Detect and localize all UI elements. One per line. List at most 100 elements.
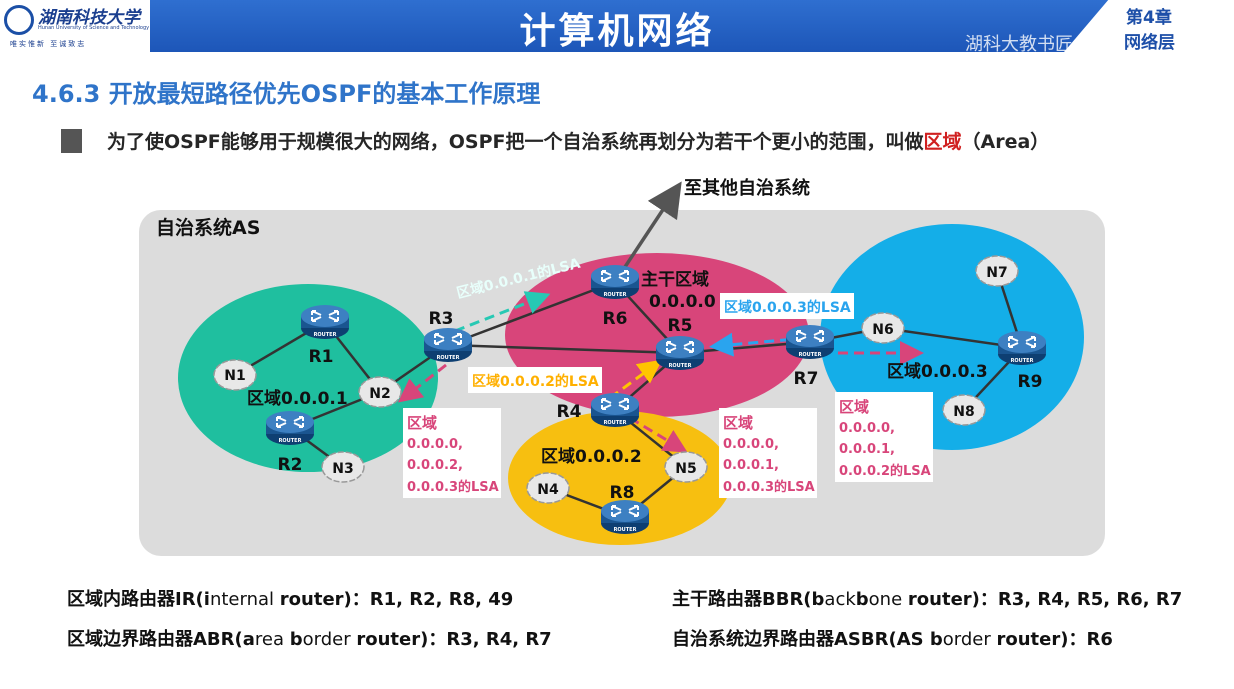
lsa-box-area2	[468, 367, 602, 393]
caption-asbr-b: b	[929, 629, 943, 650]
router-r6: R6	[590, 264, 640, 329]
router-r3: R3	[423, 309, 473, 363]
network-n2: N2	[358, 376, 402, 408]
area2-label: 区域0.0.0.2	[541, 446, 642, 467]
r7-label: R7	[794, 369, 819, 389]
caption-abr-tail: outer)：R3, R4, R7	[365, 629, 552, 650]
caption-bbr-b1: b	[811, 589, 825, 610]
caption-abr-a: a	[242, 629, 255, 650]
r8-label: R8	[610, 483, 635, 503]
summary-box-area2: 区域 0.0.0.0, 0.0.0.1, 0.0.0.3的LSA	[719, 408, 817, 498]
box-right-line1: 区域	[839, 398, 869, 416]
network-n1: N1	[213, 359, 257, 391]
caption-asbr-prefix: 自治系统边界路由器ASBR(AS	[672, 629, 930, 650]
router-icon	[997, 330, 1047, 366]
router-icon	[785, 324, 835, 360]
router-icon	[265, 410, 315, 446]
caption-abr-rea: rea	[254, 629, 290, 650]
caption-ir-prefix: 区域内路由器IR(	[67, 589, 204, 610]
lsa-arrow-to-area1	[397, 363, 447, 403]
router-icon	[423, 327, 473, 363]
router-r4: R4	[557, 392, 640, 428]
r3-label: R3	[429, 309, 454, 329]
chapter-name: 网络层	[1124, 33, 1175, 53]
watermark: 湖科大教书匠 bilibili	[965, 34, 1132, 55]
box-left-line1: 区域	[407, 414, 437, 432]
router-icon	[590, 264, 640, 300]
caption-asbr-r: r	[996, 629, 1006, 650]
router-r1: R1	[300, 304, 350, 367]
lsa-label-area2: 区域0.0.0.2的LSA	[472, 373, 599, 390]
router-icon	[590, 392, 640, 428]
backbone-label: 主干区域	[641, 269, 709, 290]
box-left-line3: 0.0.0.2,	[407, 458, 463, 473]
n5-label: N5	[675, 461, 696, 477]
caption-abr-b: b	[289, 629, 303, 650]
router-r2: R2	[265, 410, 315, 475]
caption-ir-tail: outer)：R1, R2, R8, 49	[288, 589, 514, 610]
box-mid-line1: 区域	[723, 414, 753, 432]
box-mid-line2: 0.0.0.0,	[723, 437, 779, 452]
box-left-line2: 0.0.0.0,	[407, 437, 463, 452]
router-r9: R9	[997, 330, 1047, 392]
caption-ir: 区域内路由器IR(internal router)：R1, R2, R8, 49	[67, 585, 513, 611]
n4-label: N4	[537, 482, 559, 498]
network-n8: N8	[942, 394, 986, 426]
r4-label: R4	[557, 402, 582, 422]
n6-label: N6	[872, 322, 893, 338]
network-n3: N3	[321, 451, 365, 483]
university-seal-icon	[4, 5, 34, 35]
caption-bbr-b2: b	[855, 589, 869, 610]
lsa-label-area3: 区域0.0.0.3的LSA	[724, 299, 851, 316]
box-left-line4: 0.0.0.3的LSA	[407, 479, 499, 495]
box-right-line3: 0.0.0.1,	[839, 442, 895, 457]
n8-label: N8	[953, 404, 974, 420]
caption-bbr-prefix: 主干路由器BBR(	[672, 589, 812, 610]
r6-label: R6	[603, 309, 628, 329]
network-n7: N7	[975, 255, 1019, 287]
router-icon	[600, 499, 650, 535]
caption-ir-r: r	[279, 589, 289, 610]
chapter-number: 第4章	[1126, 8, 1172, 28]
caption-asbr-order: order	[942, 629, 997, 650]
other-as-label: 至其他自治系统	[684, 177, 810, 199]
caption-abr-prefix: 区域边界路由器ABR(	[67, 629, 243, 650]
backbone-id: 0.0.0.0	[649, 292, 716, 312]
n2-label: N2	[369, 386, 390, 402]
box-mid-line4: 0.0.0.3的LSA	[723, 479, 815, 495]
router-r5: R5	[655, 316, 705, 371]
area1-label: 区域0.0.0.1	[247, 388, 348, 409]
n3-label: N3	[332, 461, 353, 477]
caption-bbr: 主干路由器BBR(backbone router)：R3, R4, R5, R6…	[672, 585, 1182, 611]
box-mid-line3: 0.0.0.1,	[723, 458, 779, 473]
area3-label: 区域0.0.0.3	[887, 361, 988, 382]
router-icon	[300, 304, 350, 340]
lsa-box-area3	[720, 293, 854, 319]
summary-box-area3: 区域 0.0.0.0, 0.0.0.1, 0.0.0.2的LSA	[835, 392, 933, 482]
box-right-line4: 0.0.0.2的LSA	[839, 463, 931, 479]
network-n4: N4	[526, 472, 570, 504]
router-r8: R8	[600, 483, 650, 535]
highlight-term: 区域	[923, 131, 962, 153]
network-n6: N6	[861, 312, 905, 344]
logo-english-name: Hunan University of Science and Technolo…	[38, 25, 150, 31]
bullet-text: 为了使OSPF能够用于规模很大的网络，OSPF把一个自治系统再划分为若干个更小的…	[107, 127, 1067, 157]
n7-label: N7	[986, 265, 1007, 281]
n1-label: N1	[224, 368, 245, 384]
lsa-arrow-to-area2	[629, 416, 688, 453]
course-title: 计算机网络	[519, 11, 715, 52]
caption-asbr: 自治系统边界路由器ASBR(AS border router)：R6	[672, 625, 1113, 651]
caption-ir-i: i	[203, 589, 210, 610]
caption-abr-r: r	[356, 629, 366, 650]
logo-name: 湖南科技大学	[38, 8, 140, 28]
caption-abr-order: order	[302, 629, 357, 650]
r1-label: R1	[309, 347, 334, 367]
bullet-text-main: 为了使OSPF能够用于规模很大的网络，OSPF把一个自治系统再划分为若干个更小的…	[107, 131, 924, 153]
summary-box-area1: 区域 0.0.0.0, 0.0.0.2, 0.0.0.3的LSA	[403, 408, 501, 498]
as-label: 自治系统AS	[156, 216, 260, 239]
r9-label: R9	[1018, 372, 1043, 392]
lsa-arrow-area2	[609, 359, 663, 400]
box-right-line2: 0.0.0.0,	[839, 421, 895, 436]
caption-bbr-tail: outer)：R3, R4, R5, R6, R7	[916, 589, 1183, 610]
